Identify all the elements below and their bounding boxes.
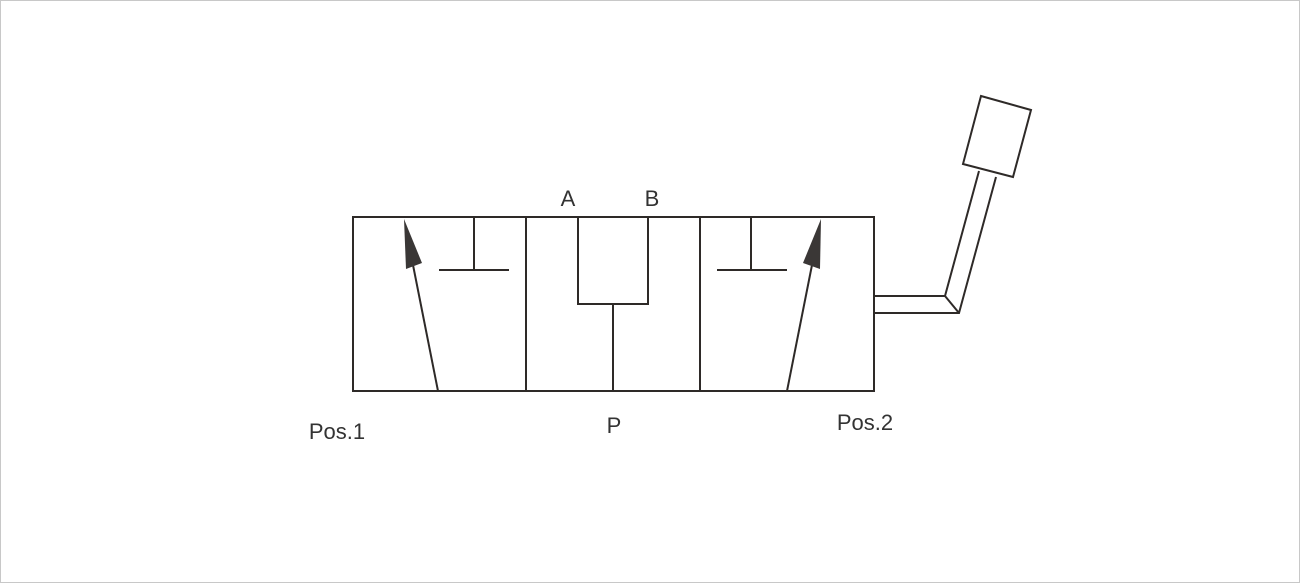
flow-arrow-line [786, 264, 813, 392]
lever-rod-lower [874, 176, 997, 314]
position-2-envelope [717, 217, 813, 392]
arrowhead-icon [803, 219, 821, 269]
port-a-label: A [561, 186, 576, 211]
position-2-label: Pos.2 [837, 410, 893, 435]
position-1-envelope [412, 217, 509, 392]
lever-rod-upper [874, 170, 980, 297]
arrowhead-icon [404, 219, 422, 269]
lever-joint [944, 295, 960, 314]
lever-handle [961, 94, 1033, 179]
flow-arrow-line [412, 264, 439, 392]
a-b-connection [577, 217, 649, 305]
center-envelope [577, 217, 649, 391]
position-1-label: Pos.1 [309, 419, 365, 444]
port-p-label: P [607, 413, 622, 438]
manual-lever [874, 94, 1033, 314]
port-b-label: B [645, 186, 660, 211]
